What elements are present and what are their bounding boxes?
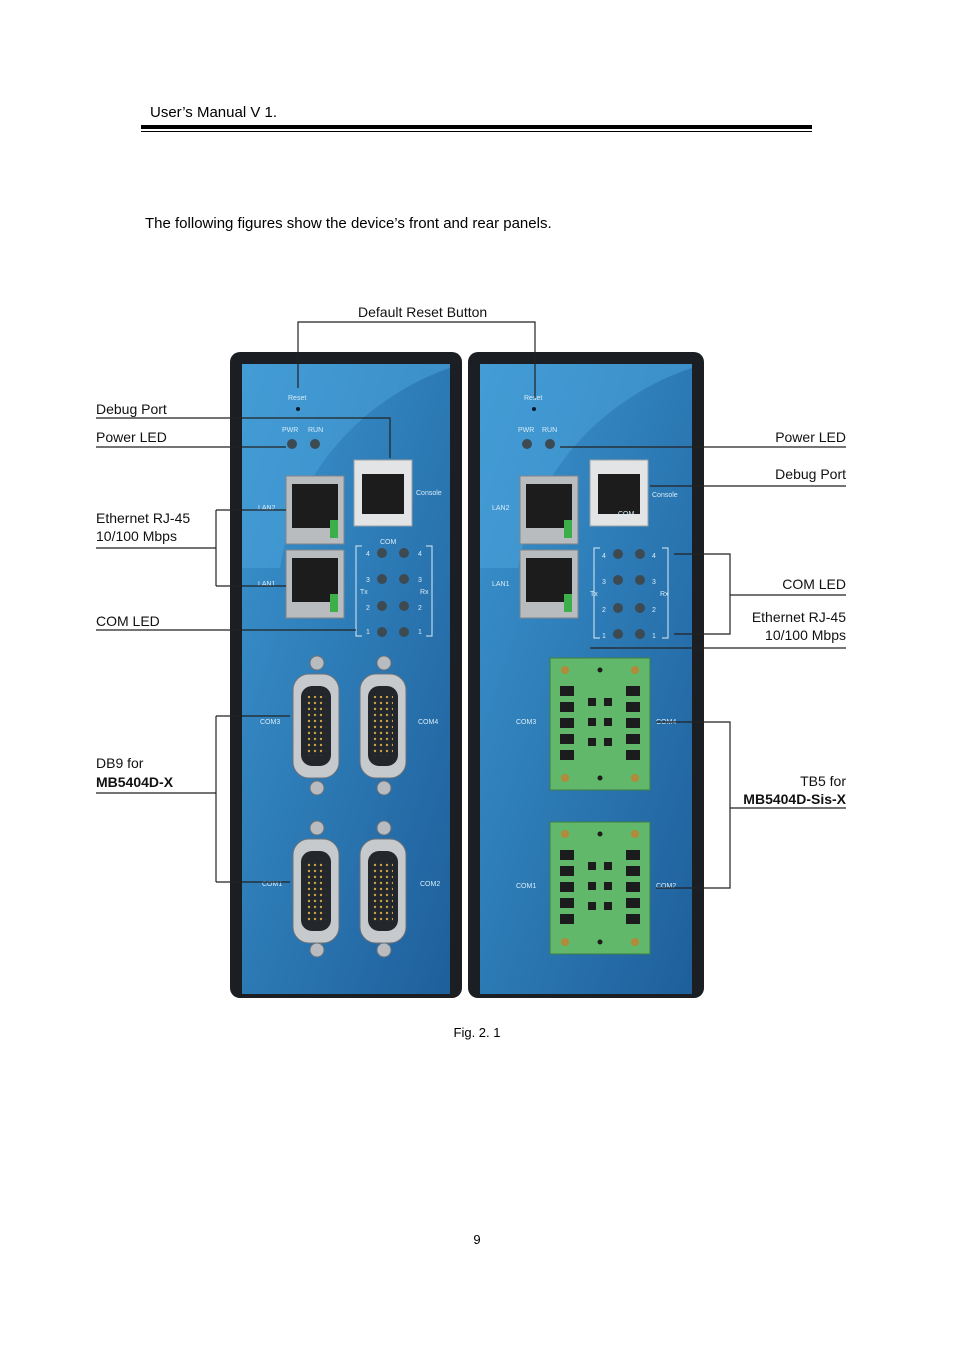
left-com-led — [377, 548, 387, 558]
callout-right-power-led: Power LED — [775, 429, 846, 445]
right-terminal-block-bottom — [549, 821, 651, 955]
left-reset-label: Reset — [288, 395, 306, 402]
left-pwr-label: PWR — [282, 427, 298, 434]
right-com-led — [635, 575, 645, 585]
right-com-block-label: COM — [618, 511, 635, 518]
right-com-led — [613, 549, 623, 559]
callout-db9-1: DB9 for — [96, 755, 144, 771]
left-db9-com3 — [292, 655, 340, 796]
left-led-num-2-rx: 2 — [418, 605, 422, 612]
left-led-num-3-tx: 3 — [366, 577, 370, 584]
left-panel-swoosh — [242, 364, 450, 568]
right-panel-swoosh — [480, 364, 692, 568]
header-rule-thick — [141, 125, 812, 129]
left-com3-label: COM3 — [260, 719, 280, 726]
left-led-num-2-tx: 2 — [366, 605, 370, 612]
right-com-led — [635, 629, 645, 639]
left-db9-com4 — [359, 655, 407, 796]
left-console-label: Console — [416, 490, 442, 497]
right-terminal-block-top — [549, 657, 651, 791]
left-device: Reset PWR RUN Console LAN2 LAN1 COM Tx R… — [230, 352, 462, 998]
right-run-label: RUN — [542, 427, 557, 434]
right-com2-label: COM2 — [656, 883, 676, 890]
callout-left-ethernet-2: 10/100 Mbps — [96, 528, 177, 544]
left-db9-com1 — [292, 820, 340, 958]
right-com-led — [635, 603, 645, 613]
right-com1-label: COM1 — [516, 883, 536, 890]
left-led-num-3-rx: 3 — [418, 577, 422, 584]
left-lan1-label: LAN1 — [258, 581, 276, 588]
left-led-num-1-tx: 1 — [366, 629, 370, 636]
callout-tb5-2: MB5404D-Sis-X — [743, 791, 846, 807]
page-header-title: User’s Manual V 1. — [150, 104, 278, 121]
callout-tb5-1: TB5 for — [800, 773, 846, 789]
callout-left-com-led: COM LED — [96, 613, 160, 629]
right-com-led — [613, 603, 623, 613]
right-rx-label: Rx — [660, 591, 669, 598]
left-com1-label: COM1 — [262, 881, 282, 888]
callout-left-debug-port: Debug Port — [96, 401, 167, 417]
left-com-led — [399, 548, 409, 558]
device-panels-figure: Reset PWR RUN Console LAN2 LAN1 COM Tx R… — [90, 298, 860, 1000]
right-com-led-block: COM Tx Rx 4 4 3 3 2 2 1 1 — [590, 511, 669, 640]
left-rx-label: Rx — [420, 589, 429, 596]
left-com-led — [377, 574, 387, 584]
callout-reset-button: Default Reset Button — [358, 304, 487, 320]
right-led-num-3-tx: 3 — [602, 579, 606, 586]
right-led-num-4-rx: 4 — [652, 553, 656, 560]
left-com-led — [399, 601, 409, 611]
callout-right-com-led: COM LED — [782, 576, 846, 592]
left-com-led — [377, 627, 387, 637]
right-reset-button — [532, 407, 536, 411]
left-com-led — [377, 601, 387, 611]
header-rule-thin — [141, 131, 812, 132]
right-lan2-label: LAN2 — [492, 505, 510, 512]
callout-left-power-led: Power LED — [96, 429, 167, 445]
callout-right-debug-port: Debug Port — [775, 466, 846, 482]
right-com-led — [613, 575, 623, 585]
left-reset-button — [296, 407, 300, 411]
right-led-num-3-rx: 3 — [652, 579, 656, 586]
left-led-num-4-rx: 4 — [418, 551, 422, 558]
right-device: Reset PWR RUN Console LAN2 LAN1 COM Tx R… — [468, 352, 704, 998]
left-run-led — [310, 439, 320, 449]
left-com2-label: COM2 — [420, 881, 440, 888]
right-led-num-2-rx: 2 — [652, 607, 656, 614]
left-com-led — [399, 627, 409, 637]
right-lan1-label: LAN1 — [492, 581, 510, 588]
left-com-block-label: COM — [380, 539, 397, 546]
page-number: 9 — [473, 1232, 481, 1247]
callout-right-ethernet-1: Ethernet RJ-45 — [752, 609, 846, 625]
left-com-led-block: COM Tx Rx 4 4 3 3 2 2 1 1 — [355, 539, 433, 637]
left-com4-label: COM4 — [418, 719, 438, 726]
right-com3-label: COM3 — [516, 719, 536, 726]
right-console-label: Console — [652, 492, 678, 499]
callout-right-ethernet-2: 10/100 Mbps — [765, 627, 846, 643]
callout-left-ethernet-1: Ethernet RJ-45 — [96, 510, 190, 526]
left-led-num-1-rx: 1 — [418, 629, 422, 636]
left-pwr-led — [287, 439, 297, 449]
right-com-led — [613, 629, 623, 639]
left-db9-com2 — [359, 820, 407, 958]
right-tx-label: Tx — [590, 591, 598, 598]
left-run-label: RUN — [308, 427, 323, 434]
intro-paragraph: The following figures show the device’s … — [145, 215, 552, 232]
right-led-num-4-tx: 4 — [602, 553, 606, 560]
right-pwr-led — [522, 439, 532, 449]
right-run-led — [545, 439, 555, 449]
right-led-num-1-rx: 1 — [652, 633, 656, 640]
left-led-num-4-tx: 4 — [366, 551, 370, 558]
right-pwr-label: PWR — [518, 427, 534, 434]
figure-caption: Fig. 2. 1 — [453, 1025, 501, 1040]
callout-lines — [96, 321, 846, 889]
right-com-led — [635, 549, 645, 559]
left-com-led — [399, 574, 409, 584]
right-led-num-2-tx: 2 — [602, 607, 606, 614]
left-tx-label: Tx — [360, 589, 368, 596]
right-led-num-1-tx: 1 — [602, 633, 606, 640]
left-lan2-label: LAN2 — [258, 505, 276, 512]
right-reset-label: Reset — [524, 395, 542, 402]
callout-db9-2: MB5404D-X — [96, 774, 174, 790]
